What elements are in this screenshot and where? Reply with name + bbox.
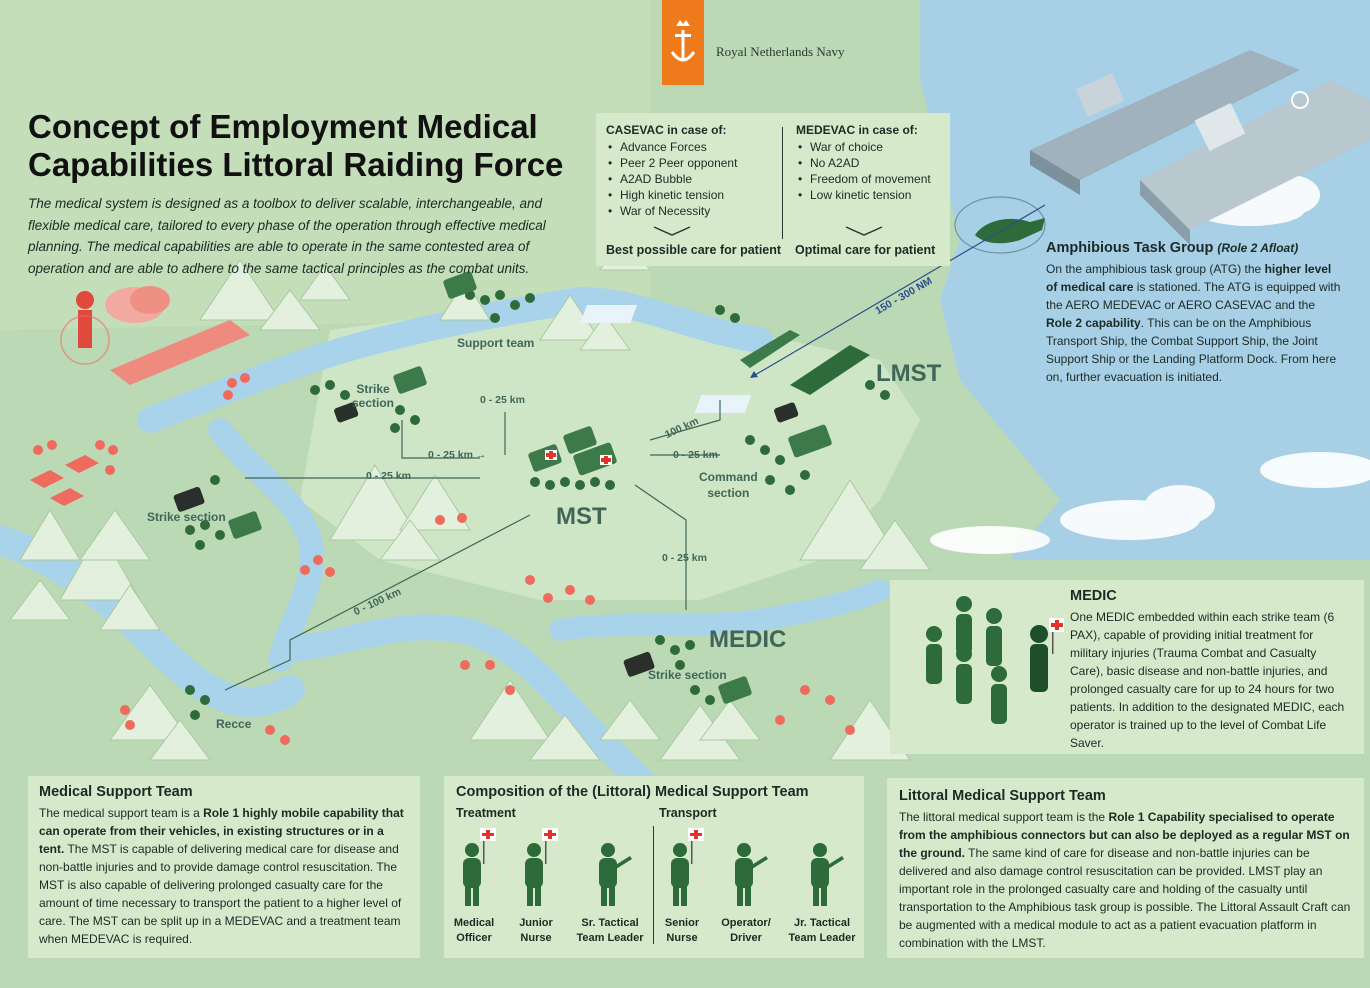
distance-label: 0 - 25 km	[366, 470, 411, 482]
emphasis-text: Role 1 Capability specialised to operate…	[899, 810, 1350, 860]
lmst-heading: Littoral Medical Support Team	[899, 788, 1106, 804]
list-item: Peer 2 Peer opponent	[606, 155, 776, 171]
anchor-crown-icon	[670, 20, 696, 62]
soldier-figure-icon	[802, 826, 846, 915]
label-mst: MST	[556, 503, 607, 530]
medevac-heading: MEDEVAC in case of:	[796, 123, 918, 137]
medevac-column: MEDEVAC in case of: War of choice No A2A…	[796, 123, 946, 203]
role-label: Operator/ Driver	[721, 917, 771, 944]
emphasis-text: Role 2 capability	[1046, 316, 1141, 330]
page-title: Concept of Employment Medical Capabiliti…	[28, 108, 564, 183]
list-item: No A2AD	[796, 155, 946, 171]
intro-text: The medical system is designed as a tool…	[28, 196, 546, 276]
mst-panel: Medical Support Team The medical support…	[28, 776, 420, 958]
label-recce: Recce	[216, 717, 252, 731]
body-text: The MST is capable of delivering medical…	[39, 842, 402, 946]
distance-label: 0 - 25 km	[480, 394, 525, 406]
atg-heading: Amphibious Task Group (Role 2 Afloat)	[1046, 240, 1344, 256]
emphasis-text: Role 1 highly mobile capability that can…	[39, 806, 404, 856]
label-support-team: Support team	[457, 336, 535, 350]
column-divider	[782, 127, 783, 239]
body-text: The littoral medical support team is the	[899, 810, 1109, 824]
transport-heading: Transport	[659, 806, 717, 820]
chevron-down-icon	[845, 226, 883, 236]
role-label: Sr. Tactical Team Leader	[576, 917, 644, 944]
evac-comparison-panel: CASEVAC in case of: Advance Forces Peer …	[596, 113, 950, 266]
list-item: High kinetic tension	[606, 187, 776, 203]
column-divider	[653, 826, 654, 944]
body-text: is stationed. The ATG is equipped with t…	[1046, 280, 1341, 312]
brand-org: Royal Netherlands Navy	[716, 44, 845, 59]
chevron-down-icon	[653, 226, 691, 236]
list-item: War of choice	[796, 139, 946, 155]
role-label: Jr. Tactical Team Leader	[788, 917, 856, 944]
soldier-figure-icon	[590, 826, 634, 915]
role-label: Senior Nurse	[664, 917, 700, 944]
atg-heading-title: Amphibious Task Group	[1046, 240, 1214, 256]
label-command-section: Command section	[699, 470, 758, 500]
medic-text: MEDIC One MEDIC embedded within each str…	[1070, 588, 1350, 752]
composition-panel: Composition of the (Littoral) Medical Su…	[444, 776, 864, 958]
casevac-result: Best possible care for patient	[606, 243, 782, 257]
label-strike-section-left: Strike section	[147, 510, 226, 524]
mst-heading: Medical Support Team	[39, 784, 193, 800]
atg-heading-sub: (Role 2 Afloat)	[1217, 241, 1299, 255]
body-text: The same kind of care for disease and no…	[899, 846, 1351, 950]
label-medic: MEDIC	[709, 626, 787, 653]
body-text: . This can be on the Amphibious Transpor…	[1046, 316, 1337, 384]
list-item: Advance Forces	[606, 139, 776, 155]
label-lmst: LMST	[876, 360, 942, 387]
soldier-figure-icon	[516, 826, 560, 915]
medevac-list: War of choice No A2AD Freedom of movemen…	[796, 139, 946, 203]
soldier-figure-icon	[662, 826, 706, 915]
soldier-figure-icon	[454, 826, 498, 915]
atg-section: Amphibious Task Group (Role 2 Afloat) On…	[1046, 240, 1344, 386]
lmst-body: The littoral medical support team is the…	[899, 808, 1352, 952]
distance-label: 0 - 25 km	[662, 552, 707, 564]
medevac-result: Optimal care for patient	[795, 243, 936, 257]
role-label: Medical Officer	[453, 917, 495, 944]
label-strike-section-bottom: Strike section	[648, 668, 727, 682]
medic-panel: MEDIC One MEDIC embedded within each str…	[890, 580, 1364, 754]
medic-team-illustration	[926, 596, 1064, 724]
body-text: On the amphibious task group (ATG) the	[1046, 262, 1265, 276]
casevac-heading: CASEVAC in case of:	[606, 123, 727, 137]
list-item: Freedom of movement	[796, 171, 946, 187]
mst-body: The medical support team is a Role 1 hig…	[39, 804, 410, 948]
list-item: War of Necessity	[606, 203, 776, 219]
medic-heading: MEDIC	[1070, 588, 1117, 604]
medic-body: One MEDIC embedded within each strike te…	[1070, 610, 1345, 750]
label-strike-section-top: Strike section	[352, 382, 395, 410]
list-item: A2AD Bubble	[606, 171, 776, 187]
soldier-figure-icon	[726, 826, 770, 915]
distance-label: 0 - 25 km →	[428, 449, 487, 461]
casevac-column: CASEVAC in case of: Advance Forces Peer …	[606, 123, 776, 219]
treatment-heading: Treatment	[456, 806, 516, 820]
lmst-panel: Littoral Medical Support Team The littor…	[887, 778, 1364, 958]
composition-heading: Composition of the (Littoral) Medical Su…	[456, 784, 809, 800]
atg-body: On the amphibious task group (ATG) the h…	[1046, 260, 1344, 386]
list-item: Low kinetic tension	[796, 187, 946, 203]
navy-logo	[662, 0, 704, 85]
emphasis-text: higher level of medical care	[1046, 262, 1332, 294]
distance-label: 0 - 25 km	[673, 449, 718, 461]
casevac-list: Advance Forces Peer 2 Peer opponent A2AD…	[606, 139, 776, 219]
body-text: The medical support team is a	[39, 806, 204, 820]
role-label: Junior Nurse	[519, 917, 553, 944]
